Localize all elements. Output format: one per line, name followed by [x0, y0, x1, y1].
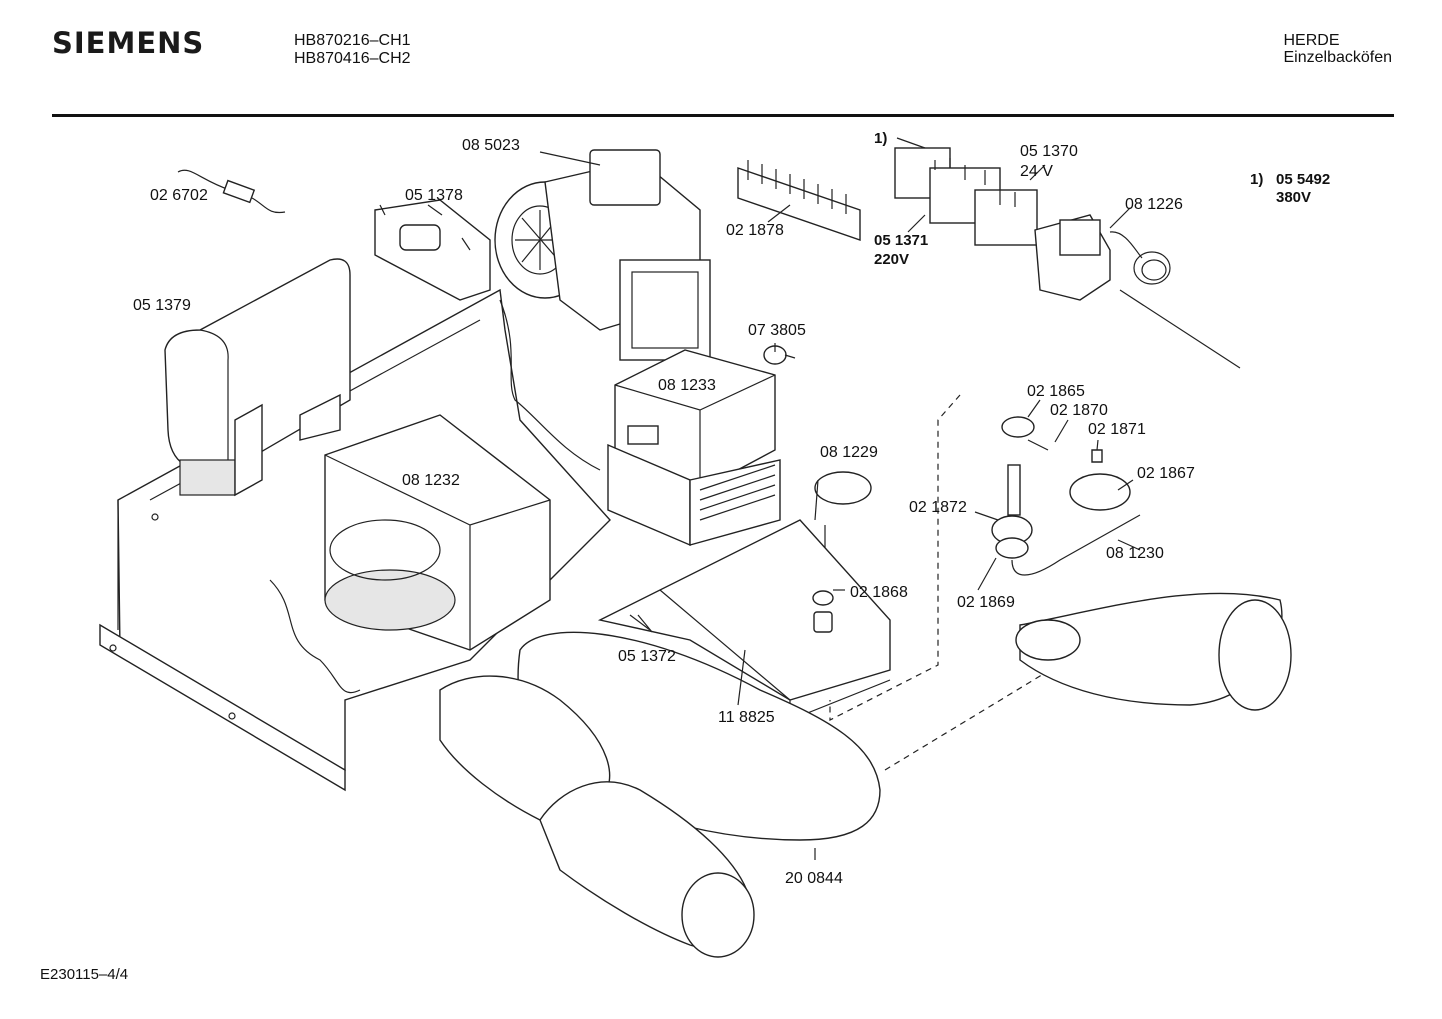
- header-divider: [52, 114, 1394, 117]
- part-label: 05 1371: [874, 232, 928, 249]
- hose-200844: [439, 592, 1292, 958]
- knob-081229: [814, 471, 872, 560]
- assembly-guide-line: [884, 669, 1051, 771]
- part-label: 08 1232: [402, 472, 460, 489]
- model-number: HB870216–CH1: [294, 32, 411, 49]
- sensor-073805: [763, 345, 796, 365]
- brand-logo: SIEMENS: [52, 26, 205, 60]
- part-label: 08 1226: [1125, 196, 1183, 213]
- part-label: 08 5023: [462, 137, 520, 154]
- part-label: 02 1865: [1027, 383, 1085, 400]
- part-label: 11 8825: [718, 709, 775, 726]
- part-label: 02 1869: [957, 594, 1015, 611]
- terminal-block-021878: [737, 160, 861, 241]
- leader-lines: [427, 137, 1141, 860]
- cable-026702: [177, 169, 286, 214]
- product-category: HERDE Einzelbacköfen: [1283, 32, 1392, 66]
- category-subtitle: Einzelbacköfen: [1283, 49, 1392, 66]
- part-voltage: 220V: [874, 251, 909, 268]
- fan-085023: [494, 149, 711, 361]
- part-label: 20 0844: [785, 870, 843, 887]
- thermostat-081226: [1034, 214, 1241, 369]
- part-label: 05 1379: [133, 297, 191, 314]
- part-label: 02 6702: [150, 187, 208, 204]
- document-reference: E230115–4/4: [40, 966, 129, 983]
- capacitor-051379: [164, 258, 351, 497]
- footnote-marker: 1): [874, 130, 887, 147]
- model-number: HB870416–CH2: [294, 50, 411, 67]
- part-label: 05 1378: [405, 187, 463, 204]
- part-label: 05 1370: [1020, 143, 1078, 160]
- knob-assembly: [991, 416, 1141, 576]
- part-label: 02 1872: [909, 499, 967, 516]
- model-numbers: HB870216–CH1 HB870416–CH2: [294, 32, 411, 68]
- part-label: 02 1867: [1137, 465, 1195, 482]
- footnote-marker: 1): [1250, 171, 1263, 188]
- part-label: 08 1229: [820, 444, 878, 461]
- relay-group: [894, 147, 1038, 246]
- part-label: 02 1868: [850, 584, 908, 601]
- part-label: 05 1372: [618, 648, 676, 665]
- assembly-guide-line: [829, 394, 961, 721]
- part-label: 07 3805: [748, 322, 806, 339]
- part-label: 08 1233: [658, 377, 716, 394]
- relay-051378: [374, 199, 491, 301]
- transformer-081232: [324, 414, 551, 651]
- part-label: 02 1878: [726, 222, 784, 239]
- footnote-voltage: 380V: [1276, 189, 1311, 206]
- part-voltage: 24 V: [1020, 163, 1053, 180]
- part-label: 08 1230: [1106, 545, 1164, 562]
- part-label: 02 1870: [1050, 402, 1108, 419]
- footnote-part: 05 5492: [1276, 171, 1330, 188]
- transformer-081233: [607, 349, 781, 547]
- part-label: 02 1871: [1088, 421, 1146, 438]
- category-title: HERDE: [1283, 32, 1340, 49]
